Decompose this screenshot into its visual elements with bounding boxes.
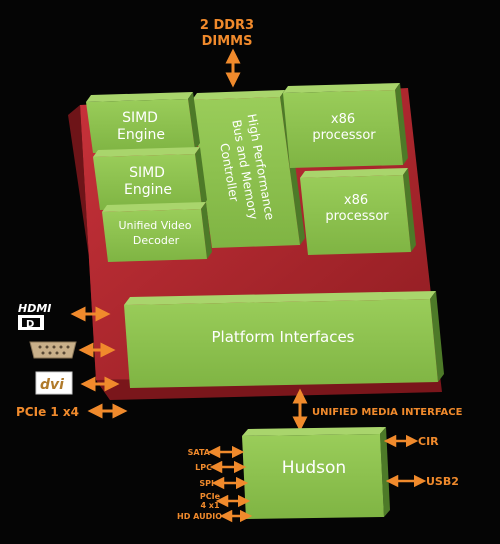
- simd-engine-2-block: SIMD Engine: [93, 147, 207, 210]
- hudson-block: Hudson: [242, 427, 390, 519]
- cir-label: CIR: [418, 435, 439, 448]
- dvi-logo-text: dvi: [40, 377, 64, 393]
- hdmi-logo-text: HDMI: [18, 302, 51, 315]
- x86-processor-2-line1: x86: [344, 193, 368, 208]
- simd-engine-2-line2: Engine: [124, 182, 172, 198]
- platform-interfaces-label: Platform Interfaces: [212, 328, 355, 346]
- simd-engine-2-line1: SIMD: [129, 165, 165, 181]
- usb2-label: USB2: [426, 475, 459, 488]
- displayport-logo-icon: D: [18, 315, 44, 330]
- pcie-x4-label: PCIe 1 x4: [16, 405, 79, 419]
- hudson-label: Hudson: [282, 458, 346, 478]
- memory-controller-block: High Performance Bus and Memory Controll…: [192, 90, 305, 248]
- dp-logo-text: D: [26, 319, 34, 330]
- hd-audio-label: HD AUDIO: [177, 512, 222, 521]
- x86-processor-2-line2: processor: [325, 209, 389, 224]
- simd-engine-1-line1: SIMD: [122, 110, 158, 126]
- x86-processor-1-line2: processor: [312, 128, 376, 143]
- simd-engine-1-line2: Engine: [117, 127, 165, 143]
- sata-label: SATA: [188, 448, 211, 457]
- video-decoder-line1: Unified Video: [118, 219, 191, 232]
- x86-processor-2-block: x86 processor: [300, 168, 416, 255]
- pcie-x1-label-line2: 4 x1: [200, 501, 220, 510]
- dvi-logo-icon: dvi: [35, 371, 73, 395]
- vga-port-icon: [29, 341, 77, 359]
- x86-processor-1-block: x86 processor: [283, 83, 408, 168]
- lpc-label: LPC: [195, 463, 212, 472]
- die-side-face: [68, 105, 110, 400]
- ddr3-label-line2: DIMMS: [202, 34, 253, 49]
- x86-processor-1-line1: x86: [331, 112, 355, 127]
- platform-interfaces-block: Platform Interfaces: [124, 291, 444, 388]
- video-decoder-block: Unified Video Decoder: [102, 202, 212, 262]
- umi-label: UNIFIED MEDIA INTERFACE: [312, 407, 463, 418]
- ddr3-label-line1: 2 DDR3: [200, 18, 254, 33]
- video-decoder-line2: Decoder: [133, 234, 180, 247]
- simd-engine-1-block: SIMD Engine: [86, 92, 200, 153]
- pcie-x1-label-line1: PCIe: [200, 492, 221, 501]
- hdmi-logo-icon: HDMI: [18, 302, 51, 315]
- spi-label: SPI: [199, 479, 214, 488]
